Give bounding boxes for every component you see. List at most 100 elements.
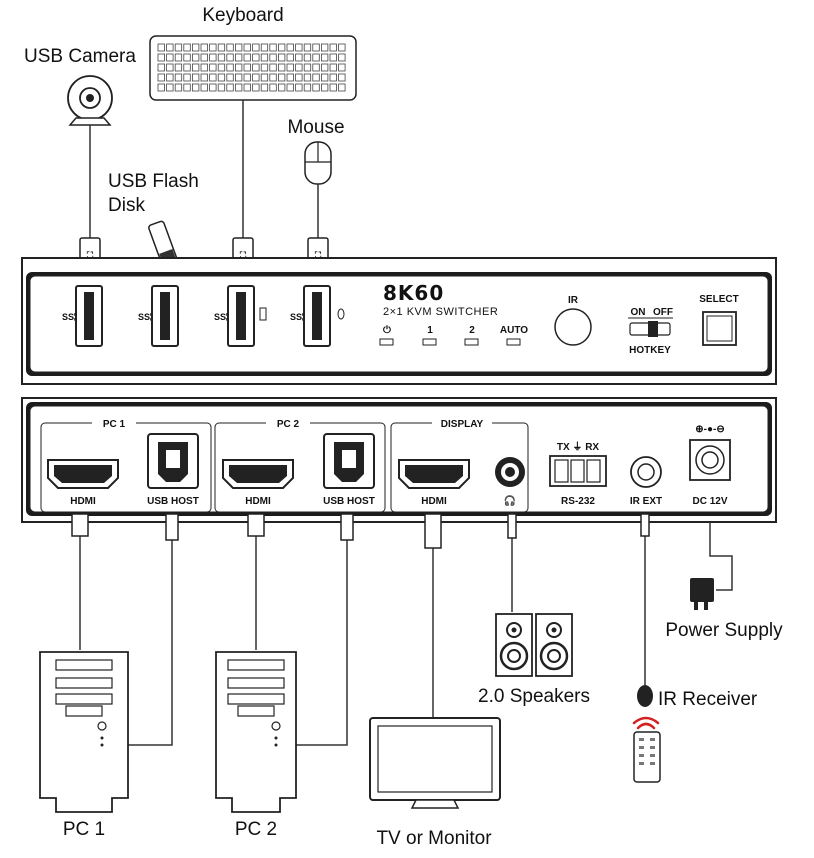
led-auto-label: AUTO: [500, 325, 528, 336]
keyboard-key: [329, 73, 337, 82]
hotkey-switch[interactable]: [629, 321, 671, 337]
keyboard-key: [277, 43, 286, 52]
select-button[interactable]: [702, 311, 737, 346]
hotkey-on-label: ON: [631, 307, 646, 318]
ir-label: IR: [568, 295, 579, 306]
polarity-icon: ⊕-●-⊖: [695, 424, 724, 435]
keyboard-key: [157, 53, 165, 62]
power-adapter-icon: [690, 578, 714, 610]
keyboard-key: [312, 83, 320, 92]
keyboard-key: [295, 83, 303, 92]
pc2-usb-host-label: USB HOST: [323, 496, 375, 507]
audio-plug-icon: [507, 513, 517, 539]
keyboard-key: [166, 53, 174, 62]
keyboard-key: [183, 83, 191, 92]
keyboard-key: [320, 63, 329, 72]
led-2-label: 2: [469, 325, 475, 336]
keyboard-key: [320, 73, 329, 82]
keyboard-key: [329, 83, 337, 92]
pc-tower-icon: [39, 651, 129, 813]
usb-b-port[interactable]: [323, 433, 375, 489]
svg-text:⛶: ⛶: [239, 250, 247, 260]
pc2-group-label: PC 2: [277, 419, 300, 430]
ir-window: [554, 308, 592, 346]
rs232-pin-label: TX ⏚ RX: [557, 441, 600, 453]
usb-b-port[interactable]: [147, 433, 199, 489]
speaker-icon: [535, 613, 573, 677]
ir-ext-jack[interactable]: [630, 456, 662, 488]
led-2: [464, 338, 479, 346]
keyboard-key: [338, 53, 346, 62]
keyboard-key: [252, 53, 260, 62]
hdmi-plug-icon: [247, 513, 265, 537]
keyboard-key: [312, 53, 320, 62]
keyboard-key: [312, 73, 320, 82]
usb-port[interactable]: SS⛶: [138, 285, 179, 347]
keyboard-key: [269, 53, 277, 62]
ir-ext-label: IR EXT: [630, 496, 662, 507]
keyboard-key: [191, 53, 200, 62]
hdmi-port[interactable]: [398, 459, 470, 489]
keyboard-key: [226, 43, 234, 52]
keyboard-key: [226, 63, 234, 72]
keyboard-key: [295, 63, 303, 72]
keyboard-key: [234, 53, 243, 62]
keyboard-key: [191, 83, 200, 92]
keyboard-key: [277, 83, 286, 92]
keyboard-key: [243, 83, 251, 92]
svg-text:SS⛶: SS⛶: [62, 312, 81, 322]
keyboard-key: [243, 63, 251, 72]
keyboard-key: [303, 83, 312, 92]
keyboard-key: [320, 53, 329, 62]
keyboard-key: [183, 53, 191, 62]
keyboard-key: [243, 43, 251, 52]
usb-plug-icon: [165, 513, 179, 541]
hdmi-port[interactable]: [222, 459, 294, 489]
keyboard-key: [303, 53, 312, 62]
audio-jack[interactable]: [495, 457, 525, 487]
usb-plug-icon: [340, 513, 354, 541]
keyboard-key: [217, 63, 226, 72]
keyboard-key: [303, 73, 312, 82]
keyboard-key: [217, 53, 226, 62]
keyboard-key: [252, 63, 260, 72]
pc1-usb-host-label: USB HOST: [147, 496, 199, 507]
keyboard-key: [183, 63, 191, 72]
usb-port[interactable]: SS⛶: [214, 285, 267, 347]
keyboard-key: [209, 63, 217, 72]
keyboard-key: [174, 63, 183, 72]
led-1-label: 1: [427, 325, 433, 336]
monitor-label: TV or Monitor: [376, 828, 492, 849]
rs232-terminal[interactable]: [549, 455, 607, 487]
hotkey-label: HOTKEY: [629, 345, 671, 356]
pc1-group-label: PC 1: [103, 419, 126, 430]
keyboard-key: [320, 43, 329, 52]
display-hdmi-label: HDMI: [421, 496, 447, 507]
keyboard-key: [329, 53, 337, 62]
pc-tower-icon: [215, 651, 297, 813]
keyboard-key: [295, 43, 303, 52]
keyboard-key: [252, 73, 260, 82]
headphone-icon: 🎧: [504, 494, 516, 507]
keyboard-key: [277, 53, 286, 62]
dc-power-jack[interactable]: [689, 439, 731, 481]
keyboard-key: [234, 83, 243, 92]
keyboard-key: [277, 63, 286, 72]
keyboard-key: [269, 83, 277, 92]
svg-text:⛶: ⛶: [314, 250, 322, 260]
keyboard-key: [174, 83, 183, 92]
power-led: [379, 338, 394, 346]
svg-text:SS⛶: SS⛶: [290, 312, 309, 322]
keyboard-key: [286, 83, 294, 92]
ir-signal-icon: [632, 716, 660, 730]
keyboard-key: [234, 43, 243, 52]
keyboard-icon: [149, 35, 357, 101]
usb-port[interactable]: SS⛶: [290, 285, 345, 347]
power-supply-label: Power Supply: [665, 620, 783, 641]
dc-label: DC 12V: [692, 496, 727, 507]
hdmi-port[interactable]: [47, 459, 119, 489]
ir-plug-icon: [640, 513, 650, 537]
usb-port[interactable]: SS⛶: [62, 285, 103, 347]
keyboard-key: [303, 43, 312, 52]
